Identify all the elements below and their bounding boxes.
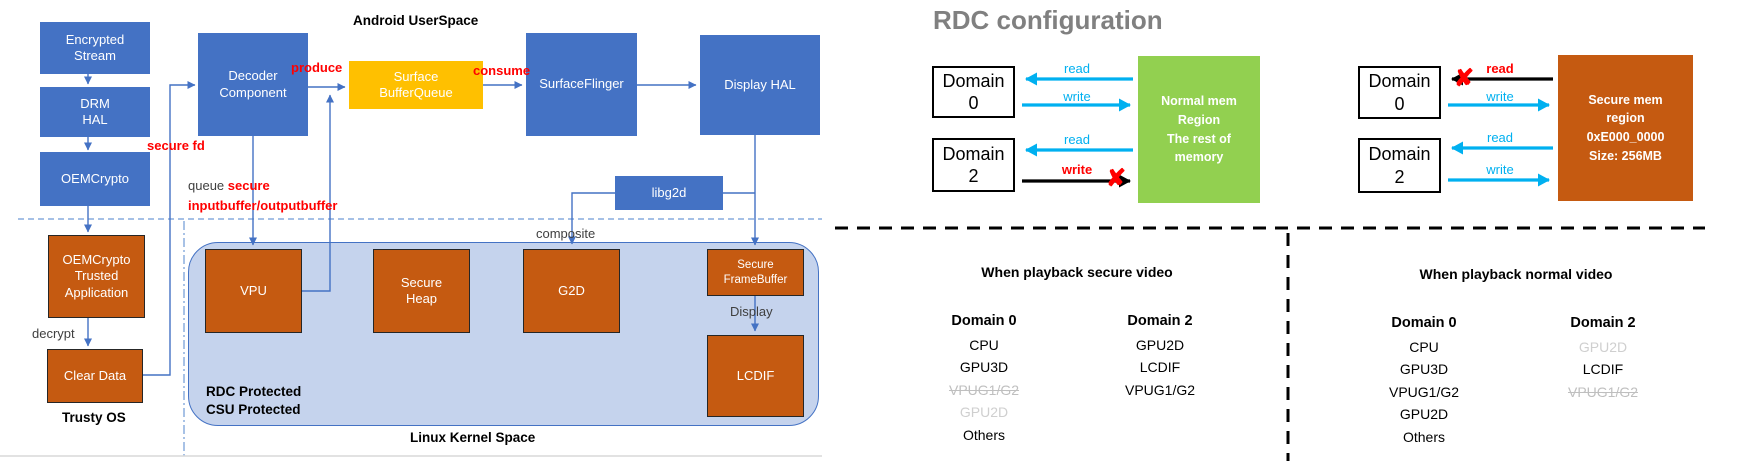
- column-header: Domain 2: [1570, 315, 1636, 331]
- table-item: VPUG1/G2: [1388, 383, 1460, 400]
- queue-line2-text: inputbuffer/outputbuffer: [188, 197, 338, 213]
- table-item: LCDIF: [1582, 361, 1624, 378]
- table-item: VPUG1/G2: [1124, 381, 1196, 398]
- secure-d0-read-label: read: [1486, 61, 1514, 76]
- column-header: Domain 0: [951, 313, 1017, 329]
- normal-video-domain2-column: Domain 2 GPU2D LCDIF VPUG1/G2: [1528, 310, 1678, 403]
- linux-kernel-space-label: Linux Kernel Space: [410, 430, 536, 445]
- normal-video-table-title: When playback normal video: [1419, 266, 1613, 282]
- secure-d2-write-label: write: [1486, 162, 1514, 177]
- normal-domain0-box: Domain 0: [932, 66, 1015, 118]
- table-item: Others: [1402, 428, 1445, 445]
- queue-prefix-text: queue: [188, 178, 228, 193]
- secure-mem-region-box: Secure mem region 0xE000_0000 Size: 256M…: [1558, 55, 1693, 201]
- table-item: Others: [962, 426, 1005, 443]
- normal-domain2-box: Domain 2: [932, 138, 1015, 192]
- oemcrypto-trusted-app-box: OEMCrypto Trusted Application: [48, 235, 145, 318]
- clear-data-box: Clear Data: [47, 349, 143, 403]
- table-item: GPU3D: [1399, 361, 1449, 378]
- consume-label: consume: [473, 63, 531, 78]
- table-item: GPU2D: [1399, 406, 1449, 423]
- table-item: CPU: [969, 337, 999, 353]
- android-userspace-label: Android UserSpace: [353, 13, 479, 28]
- secure-video-table-title: When playback secure video: [981, 264, 1173, 280]
- queue-secure-text: secure: [227, 178, 270, 193]
- trusty-os-label: Trusty OS: [62, 410, 126, 425]
- display-label: Display: [730, 304, 773, 319]
- queue-secure-label: queue secure inputbuffer/outputbuffer: [188, 176, 337, 215]
- table-item: GPU2D: [959, 404, 1009, 421]
- display-hal-box: Display HAL: [700, 35, 820, 135]
- blocked-write-x-icon: ✘: [1105, 165, 1127, 192]
- vpu-box: VPU: [205, 249, 302, 333]
- column-header: Domain 0: [1391, 315, 1457, 331]
- normal-video-domain0-column: Domain 0 CPU GPU3D VPUG1/G2 GPU2D Others: [1349, 310, 1499, 448]
- composite-label: composite: [536, 226, 596, 241]
- table-item: CPU: [1409, 339, 1439, 355]
- secure-video-domain0-column: Domain 0 CPU GPU3D VPUG1/G2 GPU2D Others: [909, 308, 1059, 446]
- lcdif-box: LCDIF: [707, 335, 804, 417]
- secure-fd-label: secure fd: [147, 138, 205, 153]
- table-item: GPU2D: [1578, 339, 1628, 355]
- secure-framebuffer-box: Secure FrameBuffer: [707, 249, 804, 296]
- decoder-component-box: Decoder Component: [198, 33, 308, 136]
- table-item: VPUG1/G2: [1567, 383, 1639, 400]
- table-item: VPUG1/G2: [948, 381, 1020, 398]
- blocked-read-x-icon: ✘: [1453, 65, 1475, 92]
- normal-d2-read-label: read: [1063, 132, 1091, 147]
- secure-domain2-box: Domain 2: [1358, 138, 1441, 193]
- surface-bufferqueue-box: Surface BufferQueue: [349, 61, 483, 109]
- secure-heap-box: Secure Heap: [373, 249, 470, 333]
- normal-d0-write-label: write: [1063, 89, 1091, 104]
- secure-d0-write-label: write: [1486, 89, 1514, 104]
- normal-mem-region-box: Normal mem Region The rest of memory: [1138, 56, 1260, 203]
- decrypt-label: decrypt: [32, 326, 75, 341]
- rdc-csu-protected-label: RDC Protected CSU Protected: [206, 384, 302, 417]
- secure-video-domain2-column: Domain 2 GPU2D LCDIF VPUG1/G2: [1085, 308, 1235, 401]
- g2d-box: G2D: [523, 249, 620, 333]
- normal-d2-write-label: write: [1061, 162, 1093, 177]
- secure-domain0-box: Domain 0: [1358, 66, 1441, 119]
- table-item: GPU2D: [1135, 337, 1185, 353]
- rdc-configuration-title: RDC configuration: [933, 5, 1163, 35]
- libg2d-box: libg2d: [615, 176, 723, 210]
- encrypted-stream-box: Encrypted Stream: [40, 22, 150, 74]
- oemcrypto-box: OEMCrypto: [40, 152, 150, 206]
- normal-d0-read-label: read: [1063, 61, 1091, 76]
- column-header: Domain 2: [1127, 313, 1193, 329]
- surfaceflinger-box: SurfaceFlinger: [526, 33, 637, 136]
- secure-d2-read-label: read: [1486, 130, 1514, 145]
- table-item: GPU3D: [959, 359, 1009, 376]
- drm-hal-box: DRM HAL: [40, 87, 150, 137]
- produce-label: produce: [291, 60, 343, 75]
- table-item: LCDIF: [1139, 359, 1181, 376]
